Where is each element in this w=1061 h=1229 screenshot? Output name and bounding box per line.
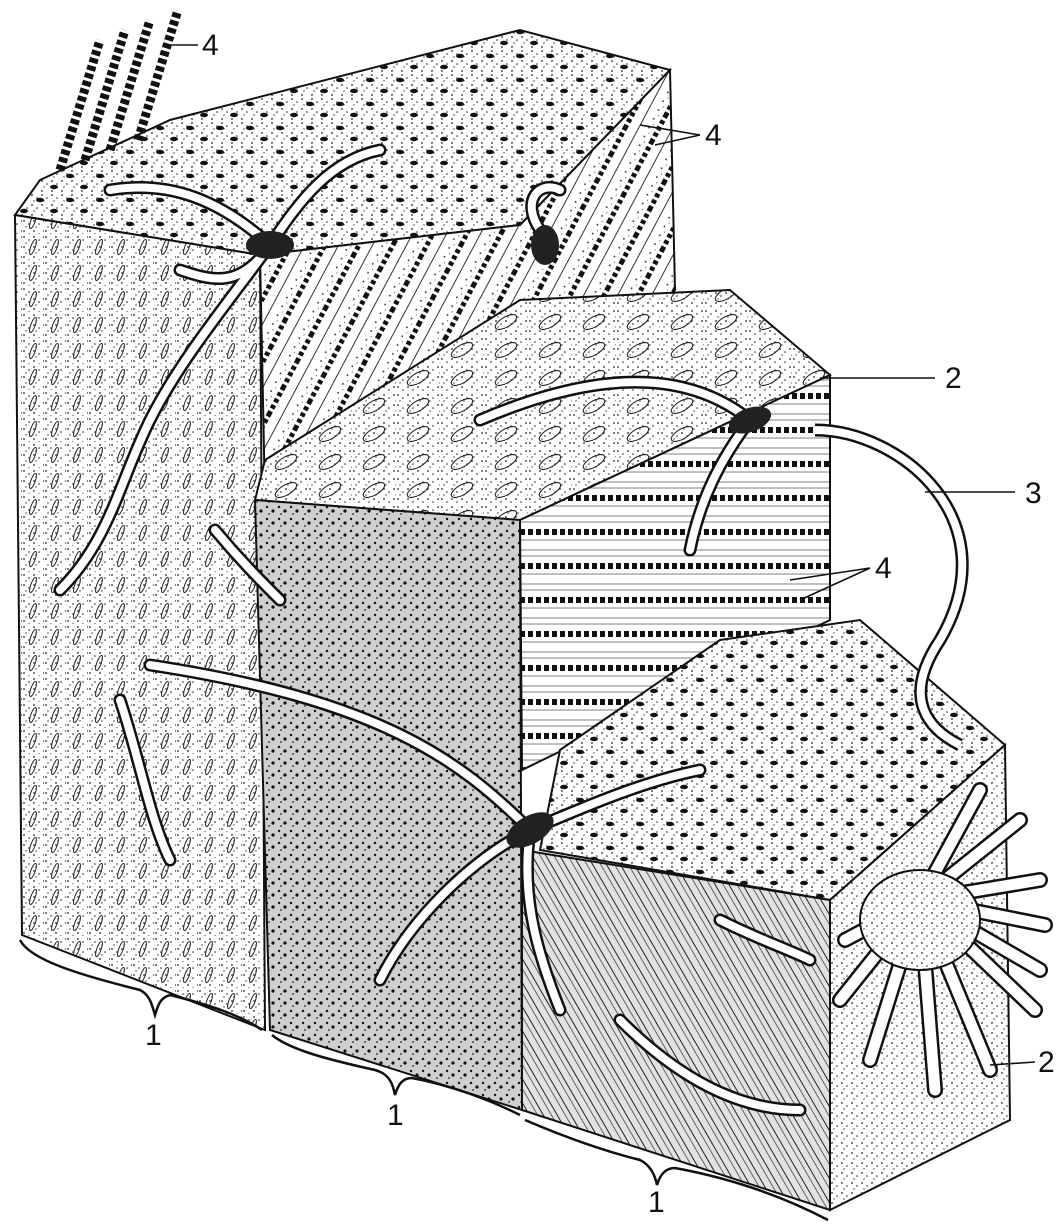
label-2-top: 2	[945, 362, 962, 395]
label-4-top-right: 4	[705, 119, 722, 152]
label-4-middle: 4	[875, 552, 892, 585]
label-2-bottom: 2	[1038, 1046, 1055, 1079]
label-1-left: 1	[145, 1019, 162, 1052]
label-3: 3	[1025, 477, 1042, 510]
label-4-top-left: 4	[202, 29, 219, 62]
label-1-middle: 1	[387, 1099, 404, 1132]
label-1-right: 1	[648, 1186, 665, 1219]
